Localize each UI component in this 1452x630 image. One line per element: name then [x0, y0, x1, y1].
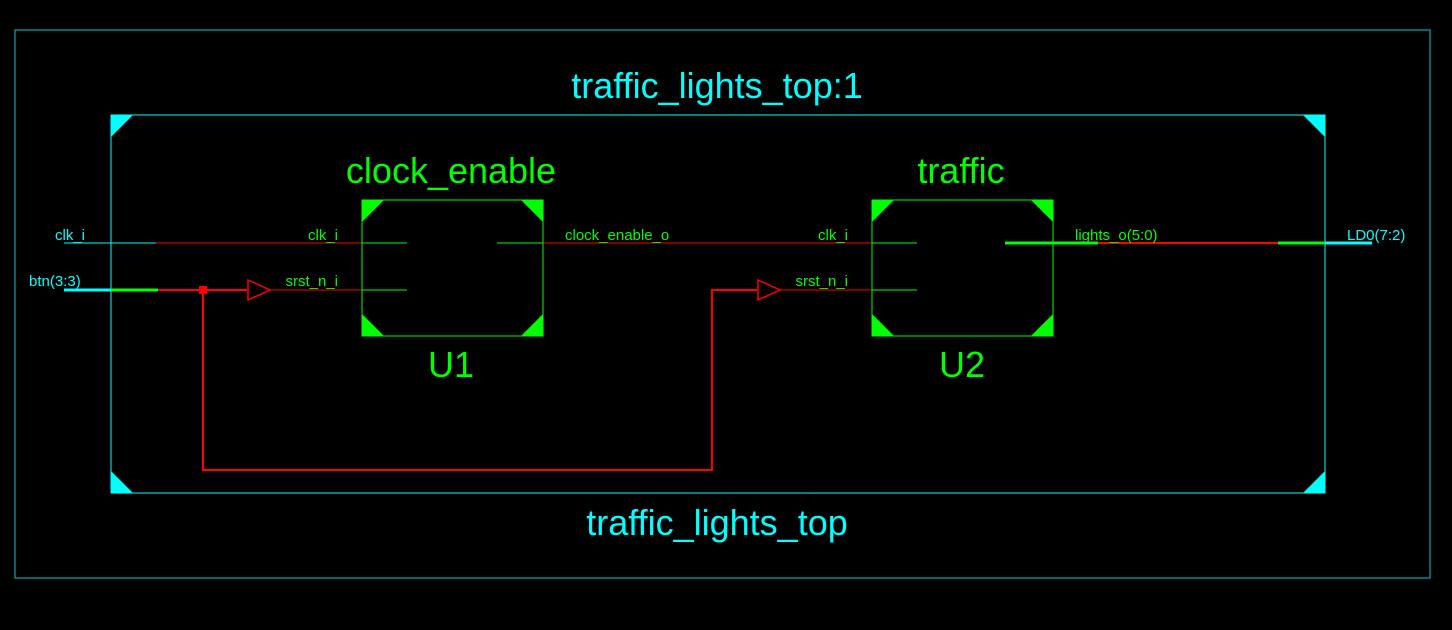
- u1-type-label: clock_enable: [346, 150, 556, 191]
- top-instance-label: traffic_lights_top:1: [571, 65, 863, 106]
- corner-marker: [521, 314, 543, 336]
- u1-instance-label: U1: [428, 344, 474, 385]
- btn-port-label: btn(3:3): [29, 273, 81, 290]
- u2-instance-label: U2: [939, 344, 985, 385]
- corner-marker: [1031, 200, 1053, 222]
- corner-marker: [1303, 115, 1325, 137]
- corner-marker: [362, 200, 384, 222]
- clock-enable-net-label: clock_enable_o: [565, 227, 669, 244]
- u1-block[interactable]: [361, 199, 544, 337]
- net-junction: [199, 286, 207, 294]
- top-module-label: traffic_lights_top: [586, 502, 848, 543]
- top-module-outline: [110, 114, 1326, 494]
- clk-port-label: clk_i: [55, 227, 85, 244]
- corner-marker: [111, 115, 133, 137]
- corner-marker: [1303, 471, 1325, 493]
- corner-marker: [1031, 314, 1053, 336]
- corner-marker: [111, 471, 133, 493]
- u1-rst-pin-label: srst_n_i: [285, 273, 338, 290]
- corner-marker: [362, 314, 384, 336]
- u2-clk-pin-label: clk_i: [818, 227, 848, 244]
- u2-block[interactable]: [871, 199, 1098, 337]
- u2-type-label: traffic: [917, 150, 1004, 191]
- inverter-u1-reset[interactable]: [247, 278, 272, 302]
- led-port-label: LD0(7:2): [1347, 227, 1405, 244]
- reset-net-branch[interactable]: [202, 289, 757, 471]
- lights-net-label: lights_o(5:0): [1075, 227, 1158, 244]
- u2-rst-pin-label: srst_n_i: [795, 273, 848, 290]
- sheet-border: [14, 29, 1431, 579]
- corner-marker: [521, 200, 543, 222]
- u1-clk-pin-label: clk_i: [308, 227, 338, 244]
- corner-marker: [872, 200, 894, 222]
- inverter-u2-reset[interactable]: [757, 278, 782, 302]
- top-module-block[interactable]: [110, 114, 1326, 494]
- u2-outline: [871, 199, 1054, 337]
- u1-outline: [361, 199, 544, 337]
- corner-marker: [872, 314, 894, 336]
